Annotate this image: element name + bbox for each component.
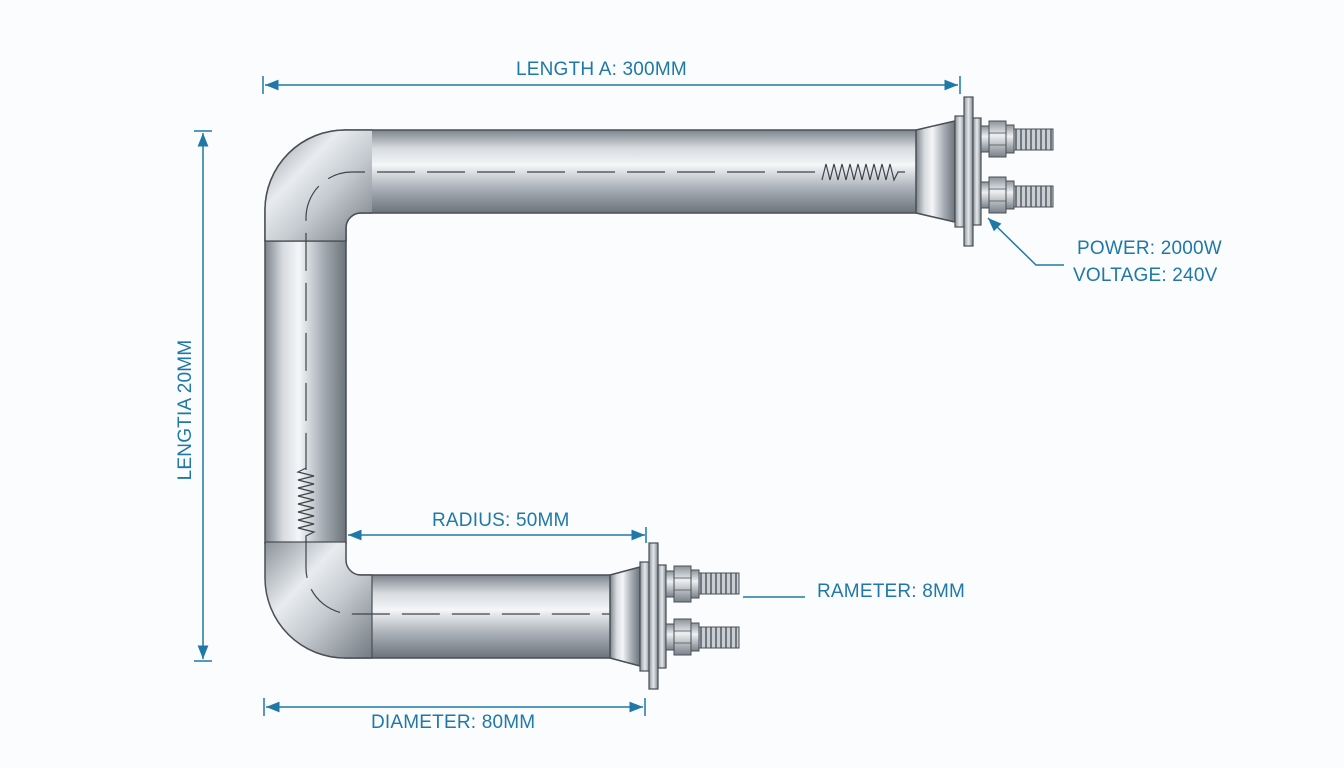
dimension-label-length-a: LENGTH A: 300MM xyxy=(516,59,687,80)
coil-spring-top xyxy=(821,163,905,182)
spec-label-voltage: VOLTAGE: 240V xyxy=(1073,265,1218,286)
heating-tube xyxy=(264,129,921,659)
top-bolt-thread-upper xyxy=(1013,128,1054,151)
internal-coil-path xyxy=(305,171,815,615)
top-bolt-thread-lower xyxy=(1013,185,1054,208)
bottom-terminal-assembly xyxy=(609,542,740,690)
bottom-reducer xyxy=(609,566,641,667)
coil-spring-vertical xyxy=(296,467,316,542)
dimension-lines xyxy=(194,76,1064,716)
top-terminal-assembly xyxy=(915,96,1054,247)
bottom-bolt-thread-upper xyxy=(698,572,740,595)
leader-power xyxy=(987,217,1064,266)
dimension-label-radius: RADIUS: 50MM xyxy=(432,510,570,531)
bottom-bolt-thread-lower xyxy=(698,626,740,649)
top-reducer xyxy=(915,120,956,223)
dimension-label-length-vertical: LENGTIA 20MM xyxy=(175,339,196,481)
dimension-label-rameter: RAMETER: 8MM xyxy=(817,581,966,602)
tube-bottom-segment xyxy=(344,574,614,659)
dimension-label-diameter: DIAMETER: 80MM xyxy=(371,712,536,733)
spec-label-power: POWER: 2000W xyxy=(1077,238,1222,259)
